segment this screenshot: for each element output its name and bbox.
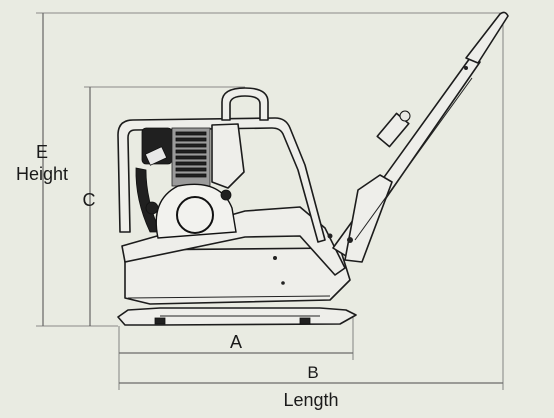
label-length: Length [283, 390, 338, 410]
engine-block [135, 127, 237, 239]
starter-knob-icon [145, 201, 159, 215]
handle-grip [465, 11, 509, 64]
handle-assembly [327, 11, 509, 263]
lower-body-seam [127, 295, 331, 299]
label-b: B [307, 363, 318, 382]
engine-label-plate [144, 146, 168, 166]
plate-foot-right [299, 317, 311, 325]
fuel-tank [211, 123, 245, 189]
pulley-housing [155, 183, 237, 239]
engine-cap-icon [220, 189, 232, 201]
handle-pivot-icon [327, 233, 333, 239]
label-e: E [36, 142, 48, 162]
bolt-icon [464, 66, 468, 70]
engine-cooling-fins [175, 131, 207, 178]
pulley-icon [176, 196, 214, 234]
dimension-lines [36, 12, 505, 390]
label-c: C [83, 190, 96, 210]
handle-cable [354, 77, 473, 241]
bolt-icon [273, 256, 277, 260]
label-height: Height [16, 164, 68, 184]
bolt-icon [281, 281, 285, 285]
belt-guard-cover [121, 206, 346, 276]
label-a: A [230, 332, 242, 352]
plate-compactor-drawing [117, 11, 509, 326]
lower-body [124, 247, 351, 305]
plate-foot-left [154, 317, 166, 325]
engine-frame [117, 117, 326, 243]
handle-bracket [344, 174, 393, 263]
throttle-knob-icon [399, 110, 411, 122]
lifting-hook [221, 87, 269, 121]
bolt-icon [347, 237, 353, 243]
